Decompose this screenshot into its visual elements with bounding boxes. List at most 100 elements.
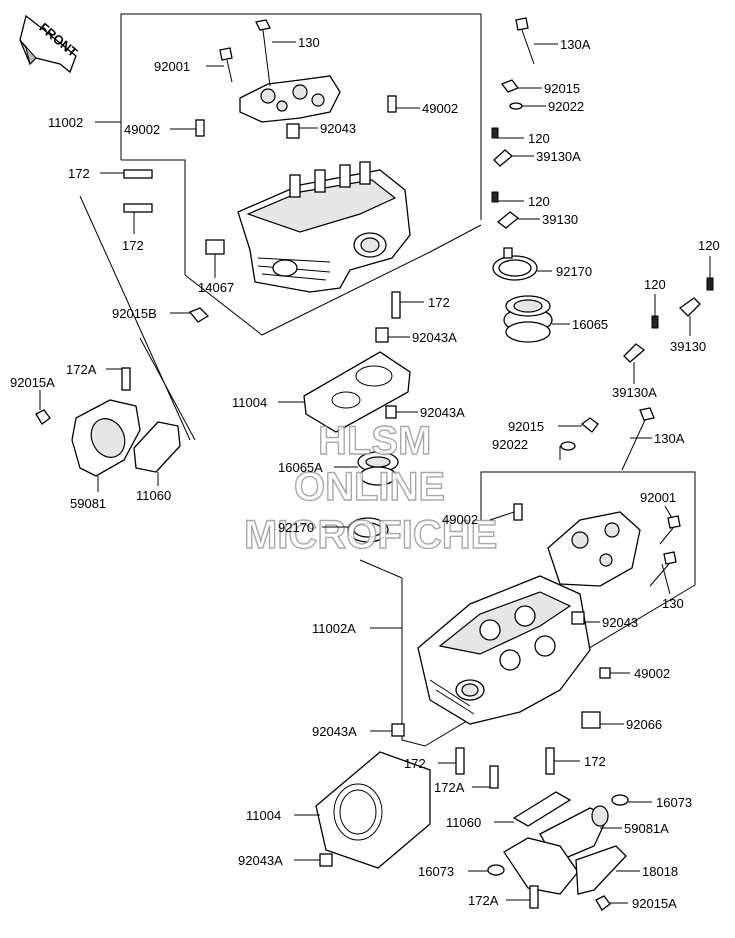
label-92043a-a: 92043A (412, 330, 457, 345)
label-11060-low: 11060 (446, 815, 481, 830)
label-39130a: 39130A (536, 149, 581, 164)
dowel-92043a-lower (391, 723, 405, 737)
label-92015a-left: 92015A (10, 375, 55, 390)
bolt-130a-upper (515, 17, 535, 65)
washer-92022-upper (509, 102, 523, 110)
bolt-130-lower (649, 551, 677, 587)
label-39130a-right: 39130A (612, 385, 657, 400)
dowel-92043a-mid (385, 405, 397, 419)
plug-92066 (581, 711, 601, 729)
nut-92015b (188, 307, 210, 323)
label-120-b: 120 (528, 194, 550, 209)
left-group-frame (79, 195, 196, 441)
label-92170: 92170 (556, 264, 592, 279)
label-92015-mid: 92015 (508, 419, 544, 434)
label-172-e: 172 (584, 754, 606, 769)
label-92001-mid: 92001 (640, 490, 676, 505)
label-11002a: 11002A (312, 621, 356, 636)
bolt-130a-mid (621, 407, 655, 471)
studs-172-lower (455, 747, 555, 789)
watermark-line3: MICROFICHE (244, 513, 497, 557)
label-49002-low: 49002 (634, 666, 670, 681)
cylinder-head-lower (417, 575, 591, 725)
label-39130: 39130 (542, 212, 578, 227)
stud-172a-low (529, 885, 539, 909)
label-92022: 92022 (548, 99, 584, 114)
label-172-d: 172 (404, 756, 426, 771)
gasket-11004-upper (303, 351, 411, 433)
label-92066: 92066 (626, 717, 662, 732)
label-172a-mid: 172A (434, 780, 465, 795)
bracket-39130a-right (623, 343, 646, 363)
upper-group-frame (95, 13, 482, 336)
label-130: 130 (298, 35, 320, 50)
intake-59081 (71, 399, 141, 477)
clamp-92170-upper (492, 247, 538, 281)
label-16065a: 16065A (278, 460, 323, 475)
label-130a: 130A (560, 37, 591, 52)
watermark-line2: ONLINE (294, 465, 445, 509)
label-130-mid: 130 (662, 596, 684, 611)
label-11004-low: 11004 (246, 808, 281, 823)
boot-16065 (503, 295, 553, 343)
label-92043-mid: 92043 (602, 615, 638, 630)
washer-16073-a (611, 794, 629, 806)
stud-49002-low (599, 667, 611, 679)
stud-49002-right (387, 95, 397, 113)
clamp-92170-mid (347, 517, 389, 543)
plug-14067 (205, 239, 225, 255)
washer-92022-mid (560, 441, 576, 451)
label-39130-right: 39130 (670, 339, 706, 354)
gasket-11060-left (133, 421, 181, 473)
dowel-92043-upper (286, 123, 300, 139)
nut-92015-mid (580, 417, 599, 433)
label-92170-mid: 92170 (278, 520, 314, 535)
nut-92015-upper (500, 79, 520, 93)
leader-lines (39, 41, 711, 904)
label-92043: 92043 (320, 121, 356, 136)
stud-49002-left (195, 119, 205, 137)
label-120-d: 120 (644, 277, 666, 292)
label-92015b: 92015B (112, 306, 157, 321)
label-120-c: 120 (698, 238, 720, 253)
camshaft-holder-lower (547, 511, 641, 587)
stud-172-c (391, 291, 401, 319)
watermark-line1: HLSM (318, 419, 431, 463)
label-11004-top: 11004 (232, 395, 267, 410)
label-92015: 92015 (544, 81, 580, 96)
label-59081: 59081 (70, 496, 106, 511)
label-92043a-c: 92043A (312, 724, 357, 739)
nut-92015a-left (35, 409, 51, 425)
bracket-39130a-upper (493, 149, 514, 167)
bolt-130-upper (255, 19, 271, 87)
label-11002: 11002 (48, 115, 83, 130)
cylinder-head-upper (237, 161, 411, 293)
label-49002-left: 49002 (124, 122, 160, 137)
label-92043a-b: 92043A (420, 405, 465, 420)
label-16073-a: 16073 (656, 795, 692, 810)
bolt-92001-upper (219, 47, 233, 83)
part-labels: 130 130A 92001 92015 92022 11002 49002 4… (10, 35, 720, 911)
holder-18018 (503, 837, 627, 895)
bolt-92001-lower (659, 515, 681, 545)
watermark: HLSM ONLINE MICROFICHE (243, 418, 498, 557)
lower-group-frame (359, 471, 696, 747)
bolt-120-a (491, 127, 499, 139)
dowel-92043-lower (571, 611, 585, 625)
bracket-39130-right (678, 297, 701, 317)
stud-172a-left (121, 367, 131, 391)
label-172-a: 172 (68, 166, 90, 181)
label-11060-left: 11060 (136, 488, 171, 503)
boot-16065a (357, 451, 399, 486)
label-49002-mid: 49002 (442, 512, 478, 527)
label-130a-mid: 130A (654, 431, 685, 446)
bolt-120-d (651, 315, 659, 329)
label-172a-left: 172A (66, 362, 97, 377)
stud-172-b (123, 203, 153, 213)
label-16073-b: 16073 (418, 864, 454, 879)
label-59081a: 59081A (624, 821, 669, 836)
washer-16073-b (487, 864, 505, 876)
label-16065: 16065 (572, 317, 608, 332)
gasket-11060-lower (512, 791, 572, 827)
bolt-120-c (706, 277, 714, 291)
